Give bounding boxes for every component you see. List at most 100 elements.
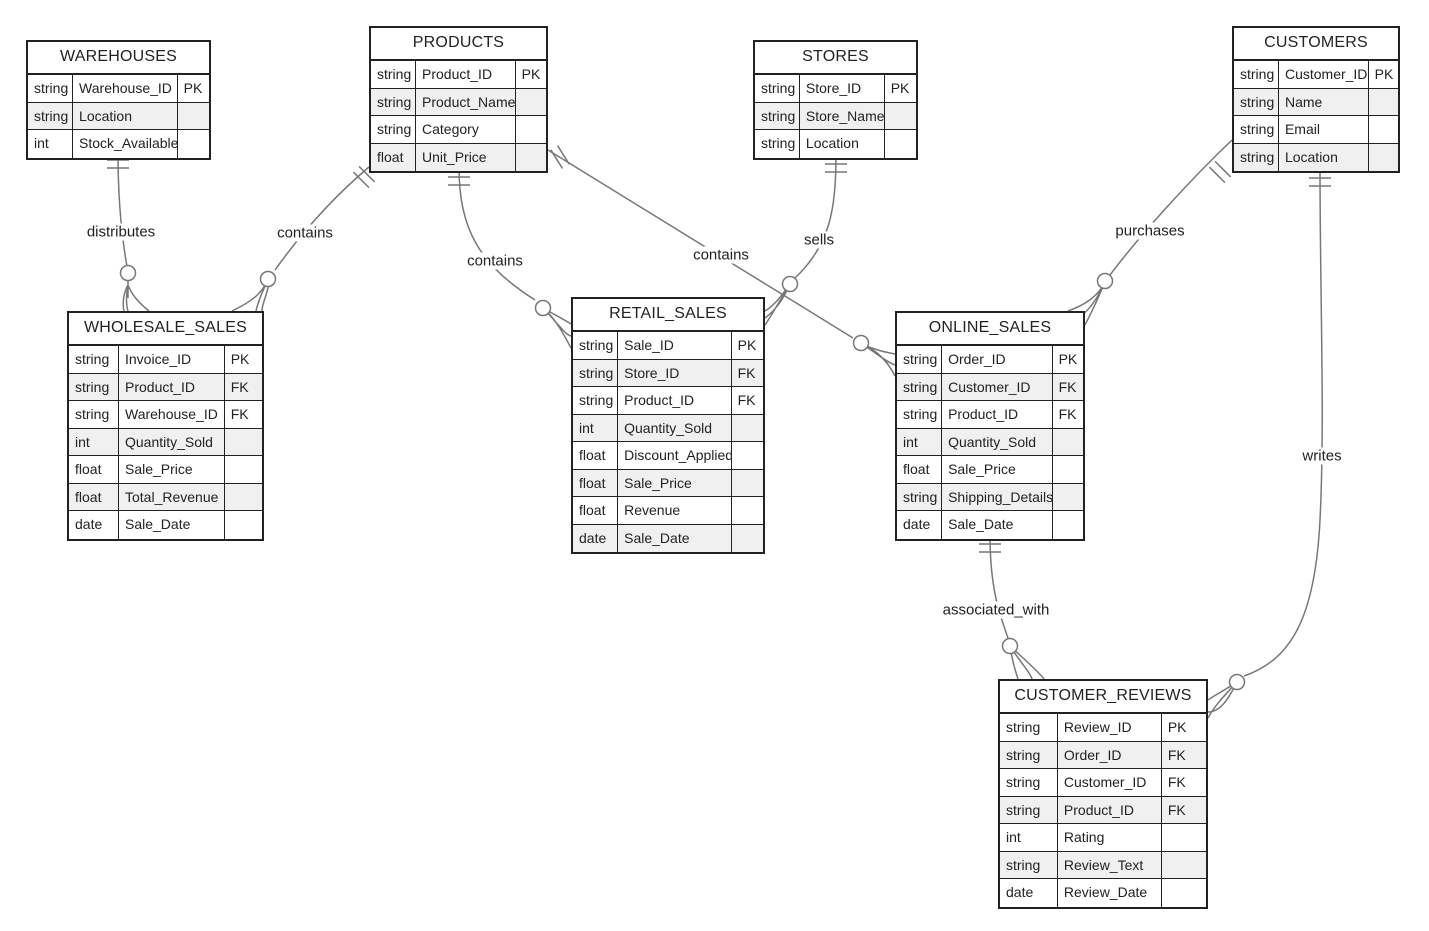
attribute-name: Sale_Price [618,469,732,496]
attribute-type: string [573,359,619,386]
attribute-key [178,103,209,130]
relationship-customers-reviews[interactable] [1207,166,1331,719]
attribute-name: Order_ID [942,346,1053,373]
attribute-key [885,130,916,158]
relationship-warehouses-wholesale[interactable] [107,152,150,312]
attribute-key [1369,89,1398,116]
attribute-type: string [897,373,943,400]
attribute-name: Order_ID [1058,741,1162,768]
attribute-name: Sale_Date [119,511,225,539]
attribute-key: FK [1167,774,1186,790]
relationship-label-customers-online: purchases [1113,222,1187,240]
attribute-key [225,456,262,483]
attribute-type: date [1000,879,1058,907]
attribute-key [1053,456,1083,483]
attribute-type: string [1234,143,1279,171]
attribute-type: string [1000,741,1058,768]
attribute-key: FK [230,406,249,422]
attribute-key [178,130,209,158]
attribute-type: string [371,116,417,143]
attribute-type: string [1000,714,1058,741]
entity-title: CUSTOMER_REVIEWS [1000,681,1206,714]
attribute-type: int [573,414,619,441]
attribute-type: float [573,497,619,524]
attribute-name: Review_Date [1058,879,1162,907]
attribute-type: date [573,524,619,552]
attribute-key [732,415,763,442]
relationship-customers-online[interactable] [1067,139,1233,326]
attribute-type: string [69,346,119,373]
attribute-key [885,103,916,130]
attribute-name: Review_ID [1058,714,1162,741]
relationship-stores-retail[interactable] [764,152,847,326]
attribute-type: string [28,102,74,129]
attribute-type: float [573,442,619,469]
relationship-products-retail[interactable] [448,166,572,349]
attribute-name: Customer_ID [1279,61,1369,88]
attribute-name: Sale_Price [942,456,1053,483]
relationship-label-online-reviews: associated_with [940,601,1052,619]
attribute-key: PK [890,80,910,96]
relationship-label-warehouses-wholesale: distributes [84,223,158,241]
exactly-one-marker [550,145,570,169]
attribute-name: Store_ID [800,75,885,102]
attribute-type: string [1234,61,1279,88]
relationship-online-reviews[interactable] [979,534,1045,680]
attribute-key: FK [1167,746,1186,763]
attribute-key [225,511,262,539]
entity-title: STORES [755,42,916,75]
attribute-type: float [69,483,119,510]
attribute-type: string [897,401,943,428]
attribute-name: Discount_Applied [618,442,732,469]
relationship-products-wholesale[interactable] [231,165,376,312]
attribute-name: Sale_Date [618,524,732,552]
zero-many-marker [1096,272,1114,290]
attribute-key: PK [521,66,541,82]
attribute-key: FK [1058,378,1077,395]
attribute-type: date [897,511,943,539]
attribute-name: Quantity_Sold [618,414,732,441]
attribute-name: Product_Name [416,88,516,115]
relationship-products-online[interactable] [547,145,896,377]
attribute-key [1369,116,1398,143]
attribute-name: Location [73,102,178,129]
relationship-line [1207,166,1323,719]
relationship-label-products-online: contains [691,246,751,264]
attribute-name: Warehouse_ID [73,75,178,102]
attribute-type: string [755,75,800,102]
attribute-type: string [755,130,800,158]
entity-title: WAREHOUSES [28,42,209,75]
attribute-key [1053,511,1083,539]
attribute-type: string [897,346,943,373]
attribute-type: string [69,401,119,428]
entity-title: WHOLESALE_SALES [69,313,262,346]
attribute-type: string [1000,796,1058,823]
attribute-name: Product_ID [618,387,732,414]
relationship-line [547,149,896,377]
